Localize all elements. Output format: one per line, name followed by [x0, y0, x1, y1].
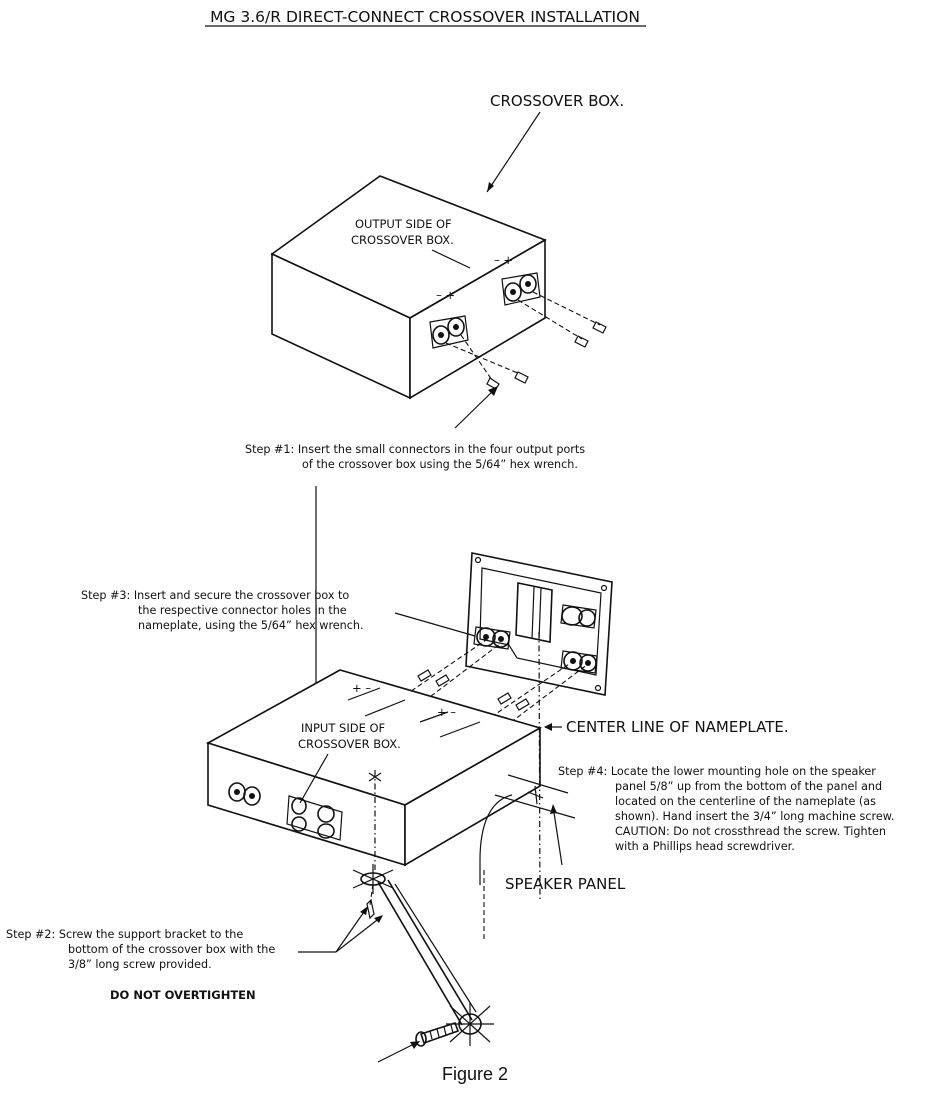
step3-leader: [394, 612, 476, 637]
speaker-panel-edge-1: [507, 774, 569, 794]
overtighten-warning: DO NOT OVERTIGHTEN: [110, 988, 256, 1002]
connector-path-2: [460, 334, 493, 381]
lower-box-input-post-pair-left: [228, 782, 261, 806]
top-box-output-post-pair-right: [501, 272, 541, 306]
step2-leader-2: [335, 916, 382, 953]
step2-leader-1: [335, 908, 367, 953]
small-connector-1: [514, 371, 529, 384]
lower-crossover-box: + – + – INPUT SIDE OF CROSSOVER BOX.: [205, 669, 543, 867]
top-box-output-post-pair-left: [429, 315, 469, 349]
center-line-label: CENTER LINE OF NAMEPLATE.: [566, 718, 789, 736]
lower-polarity-mark-1: + –: [352, 681, 371, 695]
nameplate-left-post-pair: [473, 626, 511, 650]
bracket-top-hole: [352, 864, 394, 894]
support-bracket: [352, 770, 494, 1063]
lower-connector-path-2: [417, 642, 502, 707]
lower-small-connector-2: [435, 674, 450, 687]
input-side-label-line1: INPUT SIDE OF: [301, 721, 385, 735]
lower-small-connector-4: [515, 698, 530, 711]
step3-text: Step #3: Insert and secure the crossover…: [81, 589, 364, 632]
top-box-output-face: [409, 238, 546, 400]
crossover-box-label: CROSSOVER BOX.: [490, 92, 624, 110]
input-side-label-line2: CROSSOVER BOX.: [298, 737, 401, 751]
page-title: MG 3.6/R DIRECT-CONNECT CROSSOVER INSTAL…: [210, 8, 640, 26]
machine-screw-arrow: [410, 1041, 420, 1049]
step1-leader: [454, 387, 497, 429]
nameplate-inner-outline: [479, 567, 602, 676]
nameplate-upper-post-pair: [560, 604, 597, 629]
bracket-top-x-mark: [368, 772, 382, 782]
step1-arrow: [488, 386, 498, 396]
small-connector-4: [592, 321, 607, 334]
figure-caption: Figure 2: [442, 1064, 508, 1084]
step2-arrow-1: [360, 906, 368, 915]
connector-path-3: [517, 299, 583, 340]
polarity-mark-1: – +: [436, 288, 455, 302]
bracket-small-screw: [366, 898, 375, 920]
lower-connector-path-1: [397, 639, 487, 701]
machine-screw-arrow-line: [377, 1041, 419, 1063]
output-side-label-line1: OUTPUT SIDE OF: [355, 217, 452, 231]
output-side-label-line2: CROSSOVER BOX.: [351, 233, 454, 247]
crossover-box-leader: [486, 111, 541, 193]
nameplate-center-line: [538, 631, 541, 901]
top-crossover-box: – + – + OUTPUT SIDE OF CROSSOVER BOX.: [270, 175, 607, 400]
center-line-arrow: [544, 723, 552, 731]
lower-box-input-terminal-block: [286, 795, 343, 841]
small-connector-3: [574, 335, 589, 348]
input-side-leader: [299, 753, 329, 804]
polarity-mark-2: – +: [494, 253, 513, 267]
bracket-bar-edge-1: [377, 881, 463, 1026]
connector-path-4: [532, 291, 601, 326]
machine-screw: [415, 1022, 460, 1047]
speaker-panel-edge-2: [494, 794, 576, 819]
connector-path-1: [445, 342, 521, 375]
step2-arrow-2: [374, 915, 383, 923]
nameplate-window: [515, 582, 553, 643]
speaker-panel-leader: [552, 805, 563, 866]
lower-small-connector-1: [417, 669, 432, 682]
speaker-panel-arrow: [550, 804, 557, 814]
bracket-bar-edge-3: [394, 883, 477, 1013]
bracket-bar-edge-2: [387, 879, 473, 1021]
speaker-panel-label: SPEAKER PANEL: [505, 875, 626, 893]
output-side-leader: [431, 249, 471, 269]
step1-text: Step #1: Insert the small connectors in …: [245, 443, 589, 471]
step4-text: Step #4: Locate the lower mounting hole …: [558, 765, 898, 853]
step2-text: Step #2: Screw the support bracket to th…: [6, 928, 279, 971]
nameplate: [465, 552, 613, 696]
crossover-box-arrow: [487, 182, 494, 192]
lower-polarity-mark-2: + –: [437, 705, 456, 719]
panel-edge-curve: [479, 794, 513, 885]
lower-small-connector-3: [497, 692, 512, 705]
